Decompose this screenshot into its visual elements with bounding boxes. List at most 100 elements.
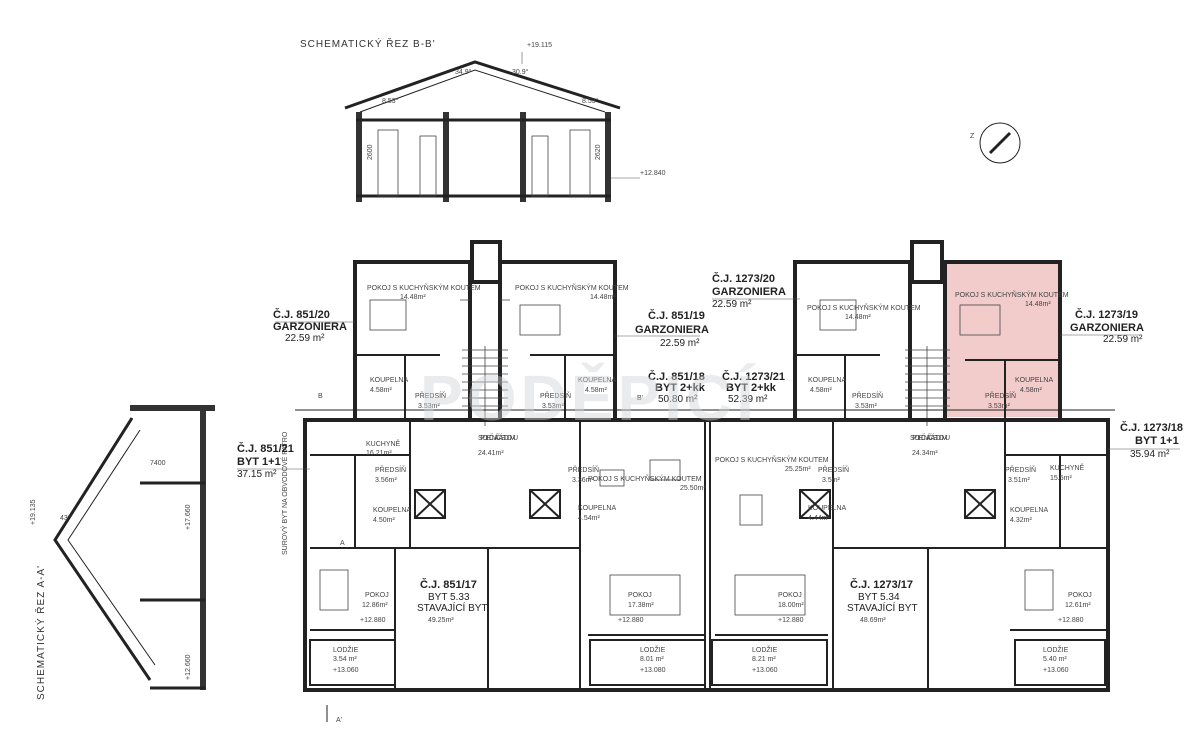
room-label: KUCHYNĚ (1050, 463, 1085, 472)
unit-cj: Č.J. 1273/18 (1120, 421, 1183, 434)
room-label: KOUPELNA (578, 377, 616, 384)
room-area: 14.48m² (845, 314, 871, 321)
room-area: 18.00m² (778, 602, 804, 609)
room-label: PŘEDSÍŇ (375, 465, 406, 474)
room-label: POKOJ S KUCHYŇSKÝM KOUTEM (807, 303, 921, 312)
unit-label-1273-17: Č.J. 1273/17 BYT 5.34 STAVAJÍCÍ BYT 48.6… (847, 578, 918, 624)
room-area: 8.21 m² (752, 656, 776, 663)
section-aa-level-mid: +17.660 (185, 504, 192, 530)
unit-cj: Č.J. 851/20 (273, 308, 330, 321)
room-label: KOUPELNA (1010, 507, 1048, 514)
unit-type: BYT 1+1 (237, 456, 281, 468)
room-area: 12.86m² (362, 602, 388, 609)
section-bb: SCHEMATICKÝ ŘEZ B-B' +19.115 34.9° 30.9°… (300, 37, 666, 202)
room-label: PŘEDSÍŇ (540, 391, 571, 400)
level-mark: +12.880 (618, 617, 644, 624)
section-bb-angle-right: 8.53° (582, 97, 599, 105)
unit-label-851-17: Č.J. 851/17 BYT 5.33 STAVAJÍCÍ BYT 49.25… (417, 578, 488, 624)
room-area: 3.53m² (542, 403, 564, 410)
room-label: LODŽIE (640, 645, 666, 654)
unit-area: 22.59 m² (712, 299, 752, 310)
unit-cj: Č.J. 1273/17 (850, 578, 913, 591)
section-bb-angle-left: 8.53° (382, 97, 399, 105)
unit-area: 37.15 m² (237, 469, 277, 480)
unit-type: GARZONIERA (273, 321, 347, 333)
room-area: 25.25m² (785, 466, 811, 473)
section-bb-height-right: 2620 (595, 144, 602, 160)
room-label: PŘEDSÍŇ (818, 465, 849, 474)
section-aa-level-top: +19.135 (30, 499, 37, 525)
room-area: 5.40 m² (1043, 656, 1067, 663)
north-arrow-label: Z (970, 133, 975, 140)
section-aa-title: SCHEMATICKÝ ŘEZ A-A' (34, 565, 47, 700)
room-area: 3.54 m² (333, 656, 357, 663)
unit-type: GARZONIERA (635, 324, 709, 336)
room-label: KOUPELNA (808, 505, 846, 512)
unit-area: 22.59 m² (285, 333, 325, 344)
section-bb-angle-peak-right: 30.9° (512, 68, 529, 76)
room-label: KOUPELNA (578, 505, 616, 512)
room-label: POKOJ (1068, 592, 1092, 599)
unit-cj: Č.J. 851/19 (648, 309, 705, 322)
room-label: PŘEDSÍŇ (1005, 465, 1036, 474)
room-area: 25.50m² (680, 485, 706, 492)
room-area: 4.58m² (585, 387, 607, 394)
unit-type: BYT 1+1 (1135, 435, 1179, 447)
level-mark: +12.880 (778, 617, 804, 624)
room-label: KOUPELNA (370, 377, 408, 384)
unit-type: GARZONIERA (712, 286, 786, 298)
unit-label-1273-20: Č.J. 1273/20 GARZONIERA 22.59 m² (712, 272, 786, 310)
north-arrow: Z (970, 122, 1021, 164)
room-label: KOUPELNA (808, 377, 846, 384)
section-mark-a2: A' (336, 717, 342, 724)
unit-label-1273-19: Č.J. 1273/19 GARZONIERA 22.59 m² (1070, 308, 1144, 345)
room-area: 3.5m² (822, 477, 841, 484)
room-area: 4.50m² (373, 517, 395, 524)
section-mark-a: A (340, 540, 345, 547)
section-aa-level-low: +12.660 (185, 654, 192, 680)
room-area: 12.61m² (1065, 602, 1091, 609)
unit-cj: Č.J. 851/18 (648, 370, 705, 383)
room-area: 15.5m² (1050, 475, 1072, 482)
room-area: 4.58m² (810, 387, 832, 394)
room-labels: POKOJ S KUCHYŇSKÝM KOUTEM 14.48m² POKOJ … (333, 283, 1092, 674)
room-area: 3.53m² (855, 403, 877, 410)
room-area: 17.38m² (628, 602, 654, 609)
unit-label-1273-18: Č.J. 1273/18 BYT 1+1 35.94 m² (1120, 421, 1183, 460)
level-mark: +12.880 (1058, 617, 1084, 624)
section-aa-width: 7400 (150, 460, 166, 467)
unit-type: GARZONIERA (1070, 322, 1144, 334)
room-label: POKOJ (628, 592, 652, 599)
unit-area: 48.69m² (860, 617, 886, 624)
room-area: 3.36m² (572, 477, 594, 484)
unit-note: STAVAJÍCÍ BYT (417, 601, 488, 614)
room-area: 3.53m² (988, 403, 1010, 410)
room-area: 4.32m² (1010, 517, 1032, 524)
unit-area: 22.59 m² (660, 338, 700, 349)
level-mark: +13.060 (333, 667, 359, 674)
room-label: PŘEDSÍŇ (852, 391, 883, 400)
room-area: 3.56m² (375, 477, 397, 484)
level-mark: +13.060 (1043, 667, 1069, 674)
room-area: 3.53m² (418, 403, 440, 410)
level-mark: +12.880 (360, 617, 386, 624)
room-label: POKOJ (778, 592, 802, 599)
room-label: KOUPELNA (373, 507, 411, 514)
unit-area: 22.59 m² (1103, 334, 1143, 345)
room-area: 16.21m² (366, 450, 392, 457)
room-area: 4.44m² (808, 515, 830, 522)
room-label: PŘEDSÍŇ (568, 465, 599, 474)
floor-plan: SUROVÝ BYT NA OBVODOVÉ PATRO A A' B B' Č… (237, 240, 1183, 724)
room-label: LODŽIE (752, 645, 778, 654)
level-mark: +13.080 (640, 667, 666, 674)
side-note: SUROVÝ BYT NA OBVODOVÉ PATRO (280, 431, 289, 555)
unit-cj: Č.J. 851/17 (420, 578, 477, 591)
watermark: PODĚPICÍ (420, 361, 758, 434)
unit-type: BYT 5.33 (428, 592, 470, 603)
room-area: 4.54m² (578, 515, 600, 522)
unit-label-1273-21: Č.J. 1273/21 BYT 2+kk 52.39 m² (722, 370, 785, 405)
section-mark-b2: B' (637, 395, 643, 402)
section-bb-height-left: 2600 (367, 144, 374, 160)
room-area: 3.51m² (1008, 477, 1030, 484)
section-mark-b: B (318, 393, 323, 400)
